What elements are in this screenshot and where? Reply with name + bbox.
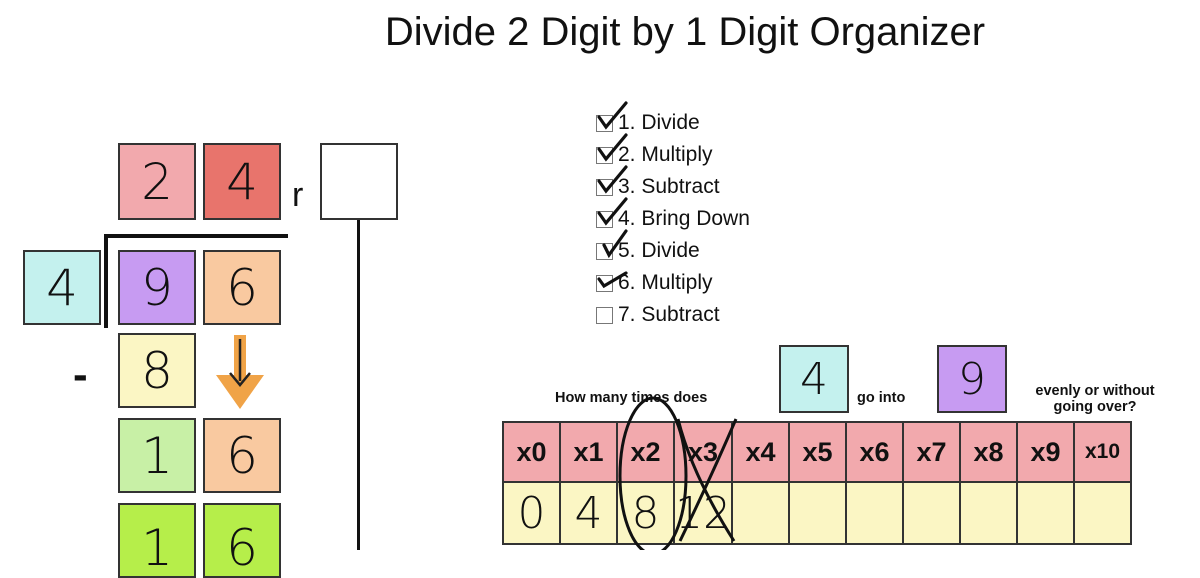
dividend-tens-box[interactable]: 9 bbox=[118, 250, 196, 325]
division-bracket-side bbox=[104, 234, 108, 328]
question-text-part3: evenly or without going over? bbox=[1020, 383, 1170, 415]
division-bracket-top bbox=[105, 234, 288, 238]
bring-down-arrow-icon bbox=[216, 335, 264, 409]
table-cell[interactable] bbox=[902, 481, 961, 545]
step-7[interactable]: 7. Subtract bbox=[596, 299, 750, 331]
checkmark-icon bbox=[597, 197, 628, 226]
checkmark-icon bbox=[597, 133, 628, 162]
step-1[interactable]: 1. Divide bbox=[596, 101, 750, 139]
multiples-table: x0 x1 x2 x3 x4 x5 x6 x7 x8 x9 x10 0 4 8 … bbox=[502, 421, 1132, 545]
table-header-cell: x7 bbox=[902, 421, 961, 483]
question-text-part2: go into bbox=[857, 390, 906, 406]
dividend-ones-box[interactable]: 6 bbox=[203, 250, 281, 325]
table-cell[interactable]: 4 bbox=[559, 481, 618, 545]
step-label: 7. Subtract bbox=[618, 303, 720, 326]
checkmark-icon bbox=[602, 229, 628, 259]
step-4[interactable]: 4. Bring Down bbox=[596, 197, 750, 235]
step-6[interactable]: 6. Multiply bbox=[596, 267, 750, 299]
cross-out-annotation-icon bbox=[676, 418, 738, 542]
table-header-cell: x10 bbox=[1073, 421, 1132, 483]
divisor-box[interactable]: 4 bbox=[23, 250, 101, 325]
step-label: 1. Divide bbox=[618, 111, 700, 134]
page-title: Divide 2 Digit by 1 Digit Organizer bbox=[384, 10, 986, 54]
step-3[interactable]: 3. Subtract bbox=[596, 165, 750, 203]
next-tens-box[interactable]: 1 bbox=[118, 503, 196, 578]
table-cell[interactable]: 8 bbox=[616, 481, 675, 545]
question-line-2: going over? bbox=[1053, 399, 1137, 415]
step-2[interactable]: 2. Multiply bbox=[596, 133, 750, 171]
table-header-cell: x9 bbox=[1016, 421, 1075, 483]
table-cell[interactable] bbox=[1016, 481, 1075, 545]
guide-line bbox=[357, 220, 360, 550]
step-label: 5. Divide bbox=[618, 239, 700, 262]
step-label: 4. Bring Down bbox=[618, 207, 750, 230]
difference-box[interactable]: 1 bbox=[118, 418, 196, 493]
step-checkbox[interactable] bbox=[596, 306, 613, 324]
next-ones-box[interactable]: 6 bbox=[203, 503, 281, 578]
table-header-cell: x0 bbox=[502, 421, 561, 483]
checkmark-icon bbox=[597, 101, 628, 130]
checkmark-icon bbox=[597, 271, 628, 289]
table-cell[interactable] bbox=[731, 481, 790, 545]
quotient-ones-box[interactable]: 4 bbox=[203, 143, 281, 220]
question-line-1: evenly or without bbox=[1035, 383, 1155, 399]
circle-annotation-icon bbox=[618, 396, 688, 550]
step-label: 2. Multiply bbox=[618, 143, 713, 166]
quotient-tens-box[interactable]: 2 bbox=[118, 143, 196, 220]
steps-checklist: 1. Divide 2. Multiply 3. Subtract 4. Bri… bbox=[596, 101, 750, 331]
table-row: 0 4 8 12 bbox=[502, 481, 1132, 545]
question-dividend-box[interactable]: 9 bbox=[937, 345, 1007, 413]
question-divisor-box[interactable]: 4 bbox=[779, 345, 849, 413]
table-header-cell: x5 bbox=[788, 421, 847, 483]
table-cell[interactable] bbox=[845, 481, 904, 545]
table-header-cell: x6 bbox=[845, 421, 904, 483]
step-label: 6. Multiply bbox=[618, 271, 713, 294]
minus-sign: - bbox=[73, 350, 88, 399]
remainder-label: r bbox=[292, 176, 304, 214]
question-text-part1: How many times does bbox=[555, 390, 708, 406]
table-cell[interactable]: 0 bbox=[502, 481, 561, 545]
table-cell[interactable] bbox=[959, 481, 1018, 545]
table-cell[interactable] bbox=[788, 481, 847, 545]
step-label: 3. Subtract bbox=[618, 175, 720, 198]
brought-down-box[interactable]: 6 bbox=[203, 418, 281, 493]
checkmark-icon bbox=[597, 165, 628, 194]
table-header-row: x0 x1 x2 x3 x4 x5 x6 x7 x8 x9 x10 bbox=[502, 421, 1132, 483]
table-header-cell: x8 bbox=[959, 421, 1018, 483]
table-header-cell: x4 bbox=[731, 421, 790, 483]
remainder-box[interactable] bbox=[320, 143, 398, 220]
step-5[interactable]: 5. Divide bbox=[596, 229, 750, 267]
table-header-cell: x1 bbox=[559, 421, 618, 483]
subtract-box[interactable]: 8 bbox=[118, 333, 196, 408]
table-cell[interactable] bbox=[1073, 481, 1132, 545]
